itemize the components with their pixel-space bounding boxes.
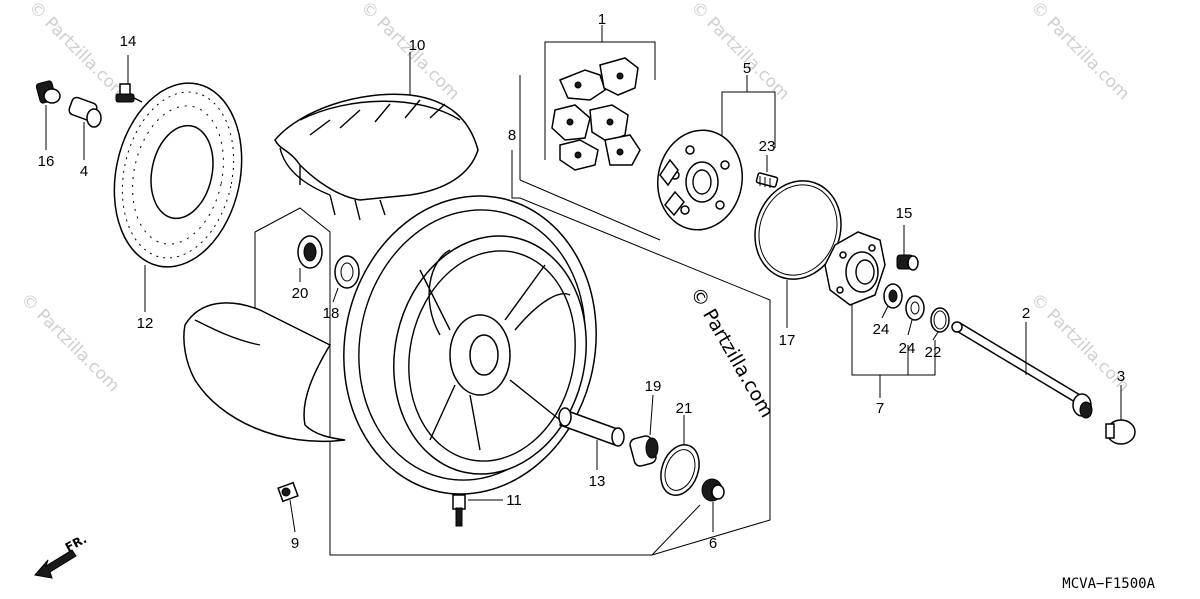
callout-18: 18 bbox=[323, 305, 340, 322]
o-ring-21 bbox=[660, 444, 700, 496]
callout-22: 22 bbox=[925, 344, 942, 361]
watermark: © Partzilla.com bbox=[686, 0, 793, 104]
callout-7: 7 bbox=[876, 400, 884, 417]
callout-2: 2 bbox=[1022, 305, 1030, 322]
driven-flange bbox=[824, 231, 886, 306]
collar-6 bbox=[701, 478, 725, 502]
stud-bolt bbox=[755, 172, 779, 188]
callout-23: 23 bbox=[759, 138, 776, 155]
callout-10: 10 bbox=[409, 37, 426, 54]
bracket-group-1 bbox=[544, 41, 656, 62]
seal-24 bbox=[905, 295, 925, 321]
callout-labels: 1 2 3 4 5 6 7 8 9 10 11 12 13 14 15 16 1… bbox=[38, 11, 1126, 552]
callout-17: 17 bbox=[779, 332, 796, 349]
distance-collar bbox=[558, 407, 625, 447]
bearing-18 bbox=[334, 255, 360, 289]
callout-9: 9 bbox=[291, 535, 299, 552]
ring-22 bbox=[930, 307, 950, 333]
callout-21: 21 bbox=[676, 400, 693, 417]
watermark: © Partzilla.com bbox=[16, 289, 123, 396]
callout-16: 16 bbox=[38, 153, 55, 170]
callout-12: 12 bbox=[137, 315, 154, 332]
callout-24: 24 bbox=[899, 340, 916, 357]
callout-24: 24 bbox=[873, 321, 890, 338]
callout-3: 3 bbox=[1117, 368, 1125, 385]
watermark: © Partzilla.com bbox=[1026, 0, 1133, 104]
callout-13: 13 bbox=[589, 473, 606, 490]
disc-bolt bbox=[115, 83, 143, 103]
rear-axle bbox=[951, 321, 1093, 419]
bearing-24 bbox=[883, 283, 903, 309]
callout-20: 20 bbox=[292, 285, 309, 302]
bearing-20 bbox=[297, 235, 323, 269]
axle-nut bbox=[35, 80, 61, 104]
tire bbox=[274, 93, 479, 221]
bracket-group-7 bbox=[851, 300, 936, 376]
circlip bbox=[754, 180, 842, 280]
callout-1: 1 bbox=[598, 11, 606, 28]
bracket-group-5 bbox=[721, 91, 776, 110]
damper-rubbers bbox=[551, 57, 641, 171]
tire-valve bbox=[452, 494, 466, 527]
wheel-rim bbox=[343, 195, 597, 495]
direction-label: FR. bbox=[63, 532, 89, 555]
side-collar bbox=[68, 96, 102, 128]
callout-5: 5 bbox=[743, 60, 751, 77]
axle-cap bbox=[1105, 419, 1136, 445]
callout-15: 15 bbox=[896, 205, 913, 222]
flange-nut bbox=[896, 254, 919, 271]
small-bolt bbox=[277, 481, 299, 503]
leader-lines bbox=[45, 25, 1122, 533]
callout-14: 14 bbox=[120, 33, 137, 50]
callout-4: 4 bbox=[80, 163, 88, 180]
diagram-code: MCVA−F1500A bbox=[1062, 576, 1155, 592]
callout-11: 11 bbox=[506, 492, 522, 509]
front-direction-arrow: FR. bbox=[34, 532, 89, 579]
callout-8: 8 bbox=[508, 127, 516, 144]
callout-19: 19 bbox=[645, 378, 662, 395]
tire-guard bbox=[183, 302, 346, 443]
copyright-text: © Partzilla.com bbox=[686, 284, 778, 422]
bearing-19 bbox=[629, 435, 659, 467]
callout-6: 6 bbox=[709, 535, 717, 552]
brake-disc bbox=[113, 82, 243, 268]
hub-flange bbox=[656, 129, 744, 231]
